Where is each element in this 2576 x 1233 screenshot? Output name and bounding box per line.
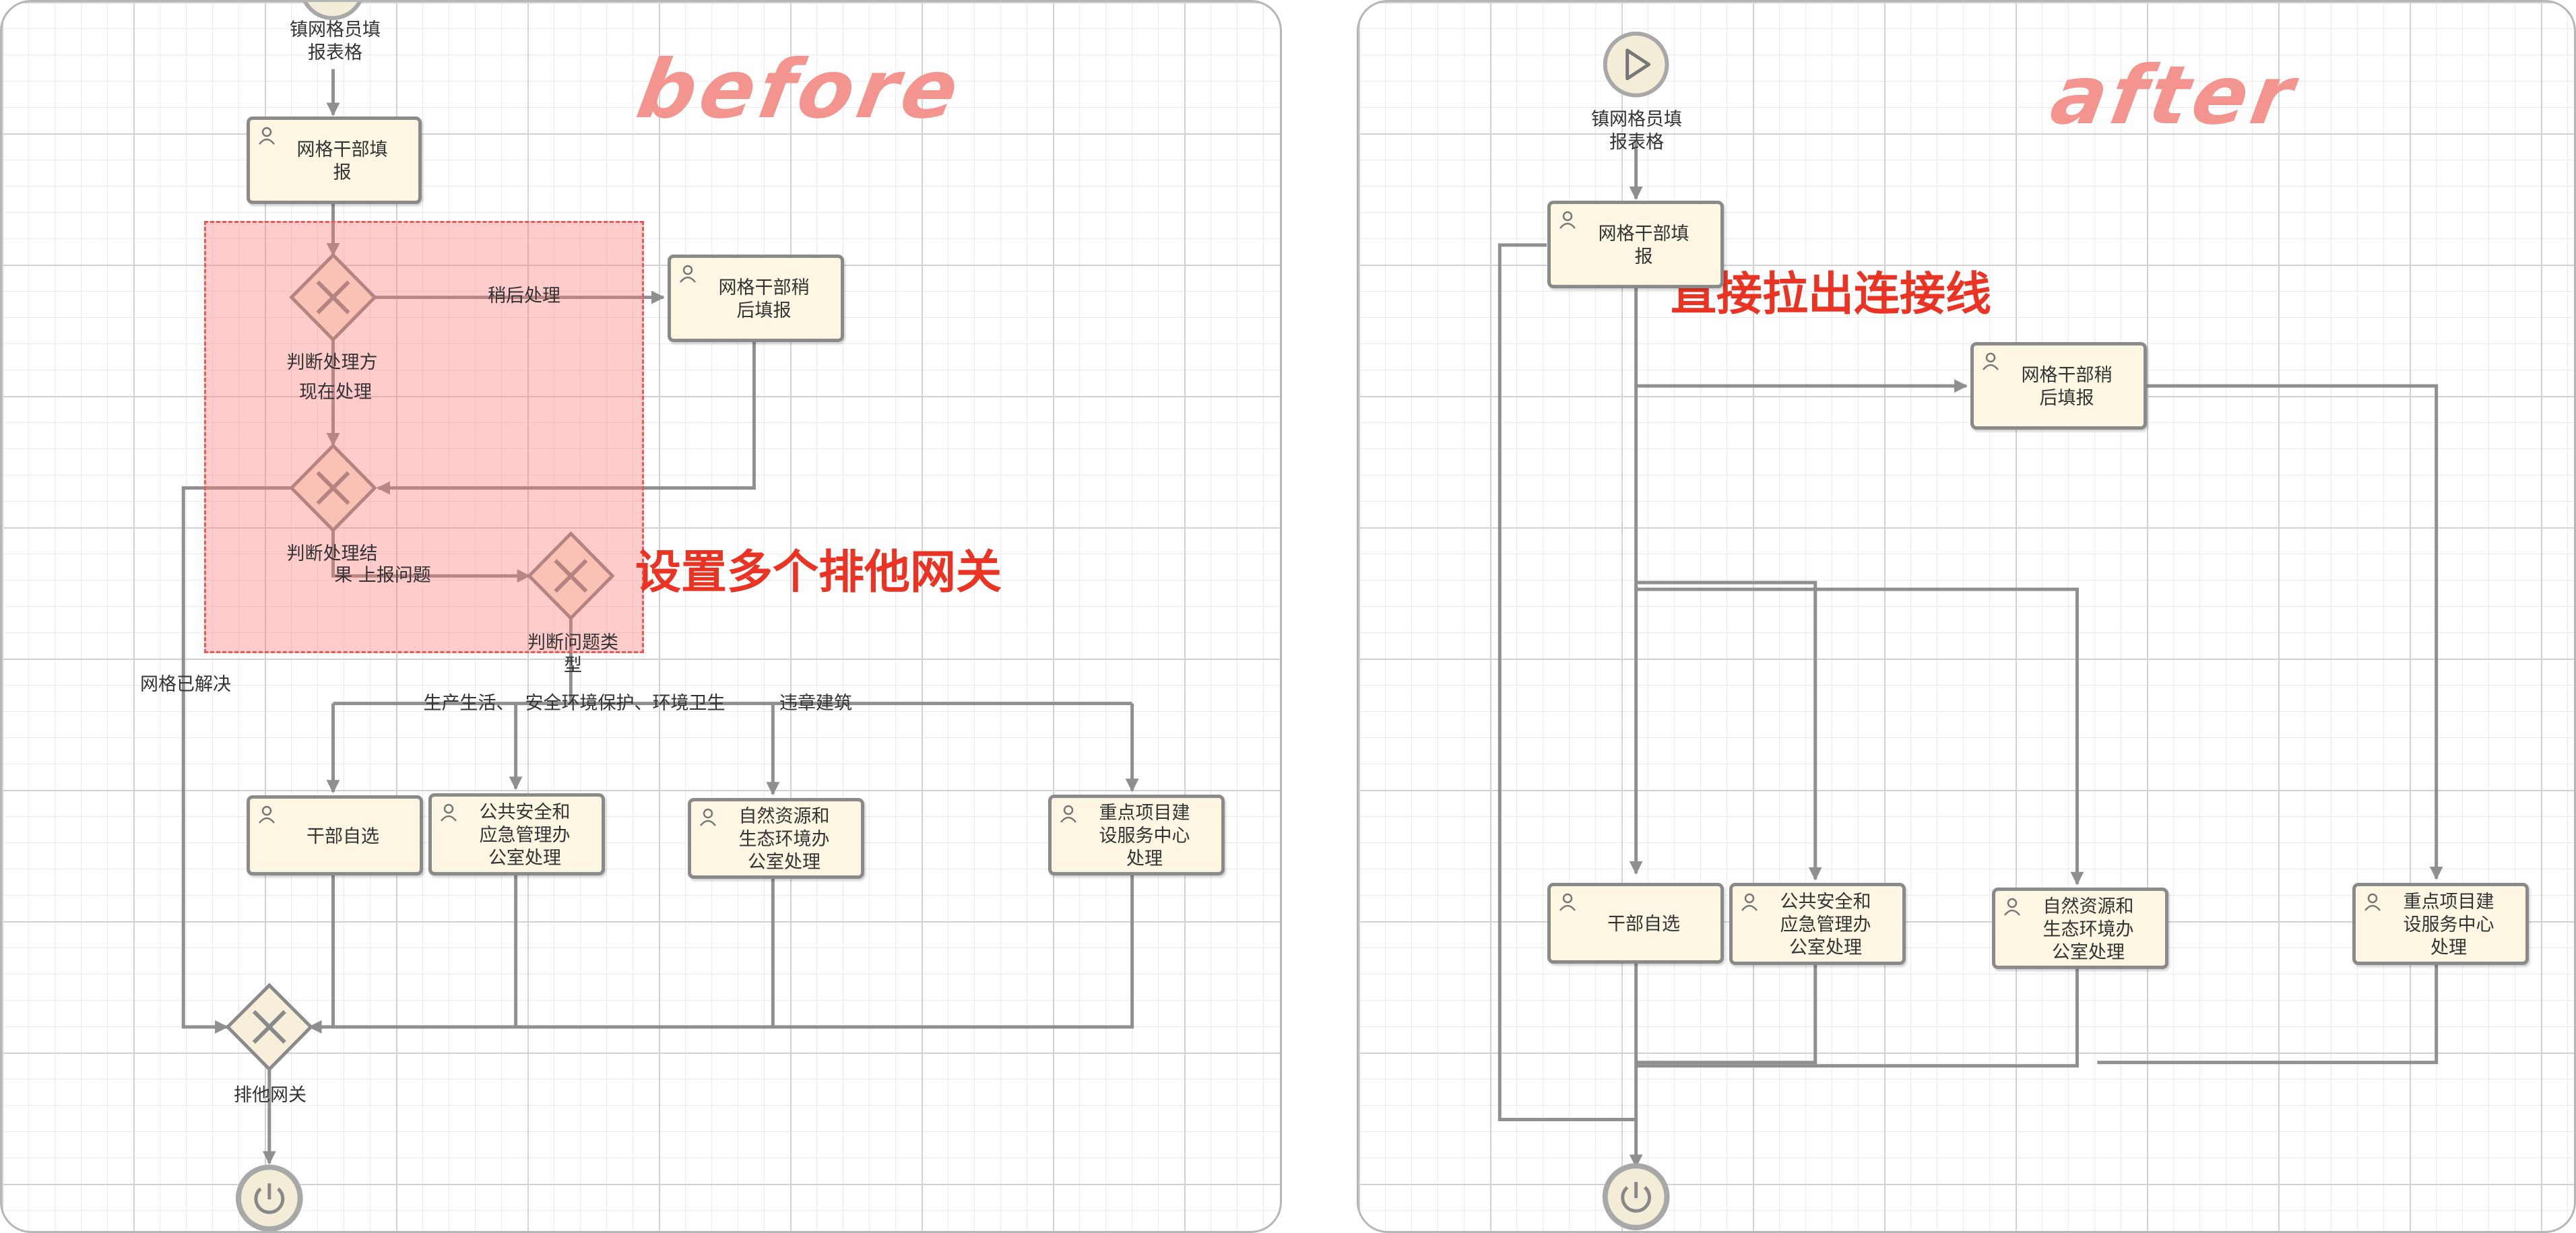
after-diagram-panel: after 直接拉出连接线 镇网格员填 报表格 网格干部填 报 网格干部稍 后填… (1357, 0, 2576, 1233)
flow-label-production: 生产生活、 (423, 693, 515, 714)
after-title: after (2044, 49, 2305, 143)
flow-report-up (331, 529, 531, 583)
flow-label-report-up: 果 上报问题 (334, 565, 431, 586)
task-later-report[interactable]: 网格干部稍 后填报 (668, 255, 844, 342)
end-event-icon (1602, 1163, 1670, 1230)
flow-later-to-gw2 (377, 341, 756, 495)
task-public-safety[interactable]: 公共安全和 应急管理办 公室处理 (1729, 883, 1906, 965)
flow-label-now: 现在处理 (299, 382, 372, 403)
task-natural-resources[interactable]: 自然资源和 生态环境办 公室处理 (1992, 888, 2168, 969)
flow-label-later: 稍后处理 (488, 286, 560, 306)
before-diagram-panel: before 设置多个排他网关 镇网格员填 报表格 网格干部填 报 网格干部稍 … (0, 0, 1282, 1233)
task-self-select[interactable]: 干部自选 (1547, 883, 1724, 964)
user-icon (1741, 893, 1758, 911)
task-natural-resources[interactable]: 自然资源和 生态环境办 公室处理 (688, 798, 864, 879)
user-icon (1060, 805, 1076, 823)
flow-resolved (181, 486, 291, 1034)
task-label: 重点项目建 设服务中心 处理 (2403, 892, 2494, 958)
task-public-safety[interactable]: 公共安全和 应急管理办 公室处理 (428, 793, 605, 875)
after-note: 直接拉出连接线 (1671, 268, 1992, 321)
task-label: 自然资源和 生态环境办 公室处理 (2042, 896, 2134, 963)
task-later-report[interactable]: 网格干部稍 后填报 (1970, 342, 2147, 430)
user-icon (1983, 352, 1999, 370)
task-label: 公共安全和 应急管理办 公室处理 (1780, 892, 1871, 958)
start-event-icon (302, 2, 362, 20)
start-event-label: 镇网格员填 报表格 (290, 20, 381, 63)
flow-public-safety-to-end (1636, 962, 1817, 1065)
flow-to-public-safety (1636, 580, 1822, 881)
task-self-select[interactable]: 干部自选 (247, 795, 423, 875)
user-icon (441, 803, 457, 822)
flow-label-illegal-building: 违章建筑 (779, 693, 852, 714)
start-event-icon (1603, 31, 1669, 98)
user-icon (259, 805, 275, 824)
task-grid-report[interactable]: 网格干部填 报 (1547, 201, 1724, 288)
gateway-judge-type (527, 531, 615, 621)
flow-natural-to-end (1636, 966, 2079, 1068)
gateway-exclusive (225, 982, 314, 1072)
task-label: 公共安全和 应急管理办 公室处理 (479, 802, 571, 869)
user-icon (700, 808, 716, 826)
gateway-label-exclusive: 排他网关 (234, 1085, 307, 1106)
user-icon (1559, 893, 1576, 911)
before-note: 设置多个排他网关 (635, 546, 1002, 599)
task-grid-report[interactable]: 网格干部填 报 (247, 116, 422, 204)
task-label: 重点项目建 设服务中心 处理 (1099, 803, 1190, 869)
flow-merge-bus (308, 871, 1134, 1034)
flow-to-natural (1636, 587, 2084, 886)
user-icon (2004, 898, 2020, 916)
task-label: 干部自选 (307, 826, 379, 847)
flow-report-to-end-direct (1498, 243, 1636, 1122)
after-flow-canvas (1498, 31, 2443, 1230)
task-label: 网格干部稍 后填报 (2021, 365, 2113, 409)
user-icon (2364, 893, 2381, 911)
flow-later-to-key-project (2144, 384, 2443, 880)
gateway-label-judge-type: 判断问题类 型 (527, 632, 618, 676)
user-icon (259, 127, 275, 145)
task-label: 网格干部填 报 (296, 139, 388, 183)
end-event-icon (235, 1164, 303, 1231)
before-title: before (630, 43, 969, 137)
start-event-label: 镇网格员填 报表格 (1591, 109, 1682, 153)
task-label: 自然资源和 生态环境办 公室处理 (738, 806, 830, 873)
flow-label-resolved: 网格已解决 (140, 674, 231, 695)
gateway-judge-method (289, 253, 377, 342)
flow-label-safety-env: 安全环境保护、环境卫生 (525, 693, 726, 714)
task-key-project[interactable]: 重点项目建 设服务中心 处理 (1048, 795, 1225, 875)
gateway-label-judge-result: 判断处理结 (286, 543, 378, 564)
gateway-label-judge-method: 判断处理方 (286, 352, 378, 373)
flow-key-project-to-end (2097, 962, 2439, 1065)
gateway-selection-highlight (204, 221, 644, 653)
gateway-judge-result (289, 443, 377, 533)
task-label: 网格干部稍 后填报 (718, 277, 810, 321)
before-flow-canvas (181, 2, 1139, 1231)
user-icon (680, 265, 696, 283)
user-icon (1559, 211, 1576, 229)
task-label: 干部自选 (1607, 914, 1680, 935)
task-key-project[interactable]: 重点项目建 设服务中心 处理 (2352, 883, 2529, 965)
task-label: 网格干部填 报 (1598, 224, 1689, 267)
